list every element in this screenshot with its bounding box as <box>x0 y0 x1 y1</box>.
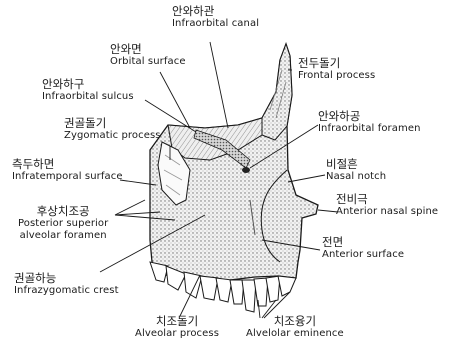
label-anterior-surface: 전면 Anterior surface <box>322 236 404 261</box>
infraorbital-foramen-mark <box>242 167 250 173</box>
frontal-process-shade <box>262 44 292 140</box>
label-infraorbital-canal: 안와하관 Infraorbital canal <box>172 5 259 30</box>
label-anterior-nasal-spine: 전비극 Anterior nasal spine <box>336 193 438 218</box>
label-frontal-process: 전두돌기 Frontal process <box>298 57 375 82</box>
label-infraorbital-sulcus: 안와하구 Infraorbital sulcus <box>42 78 134 103</box>
label-alveolar-eminence: 치조융기 Alvelolar eminence <box>246 315 344 340</box>
label-posterior-superior-alveolar-foramen: 후상치조공 Posterior superior alveolar forame… <box>18 205 108 241</box>
label-infraorbital-foramen: 안와하공 Infraorbital foramen <box>318 110 421 135</box>
label-orbital-surface: 안와면 Orbital surface <box>110 43 186 68</box>
label-infratemporal-surface: 측두하면 Infratemporal surface <box>12 158 123 183</box>
label-zygomatic-process: 권골돌기 Zygomatic process <box>64 117 161 142</box>
label-infrazygomatic-crest: 권골하능 Infrazygomatic crest <box>14 272 119 297</box>
label-alveolar-process: 치조돌기 Alveolar process <box>135 315 219 340</box>
label-nasal-notch: 비절흔 Nasal notch <box>326 158 386 183</box>
